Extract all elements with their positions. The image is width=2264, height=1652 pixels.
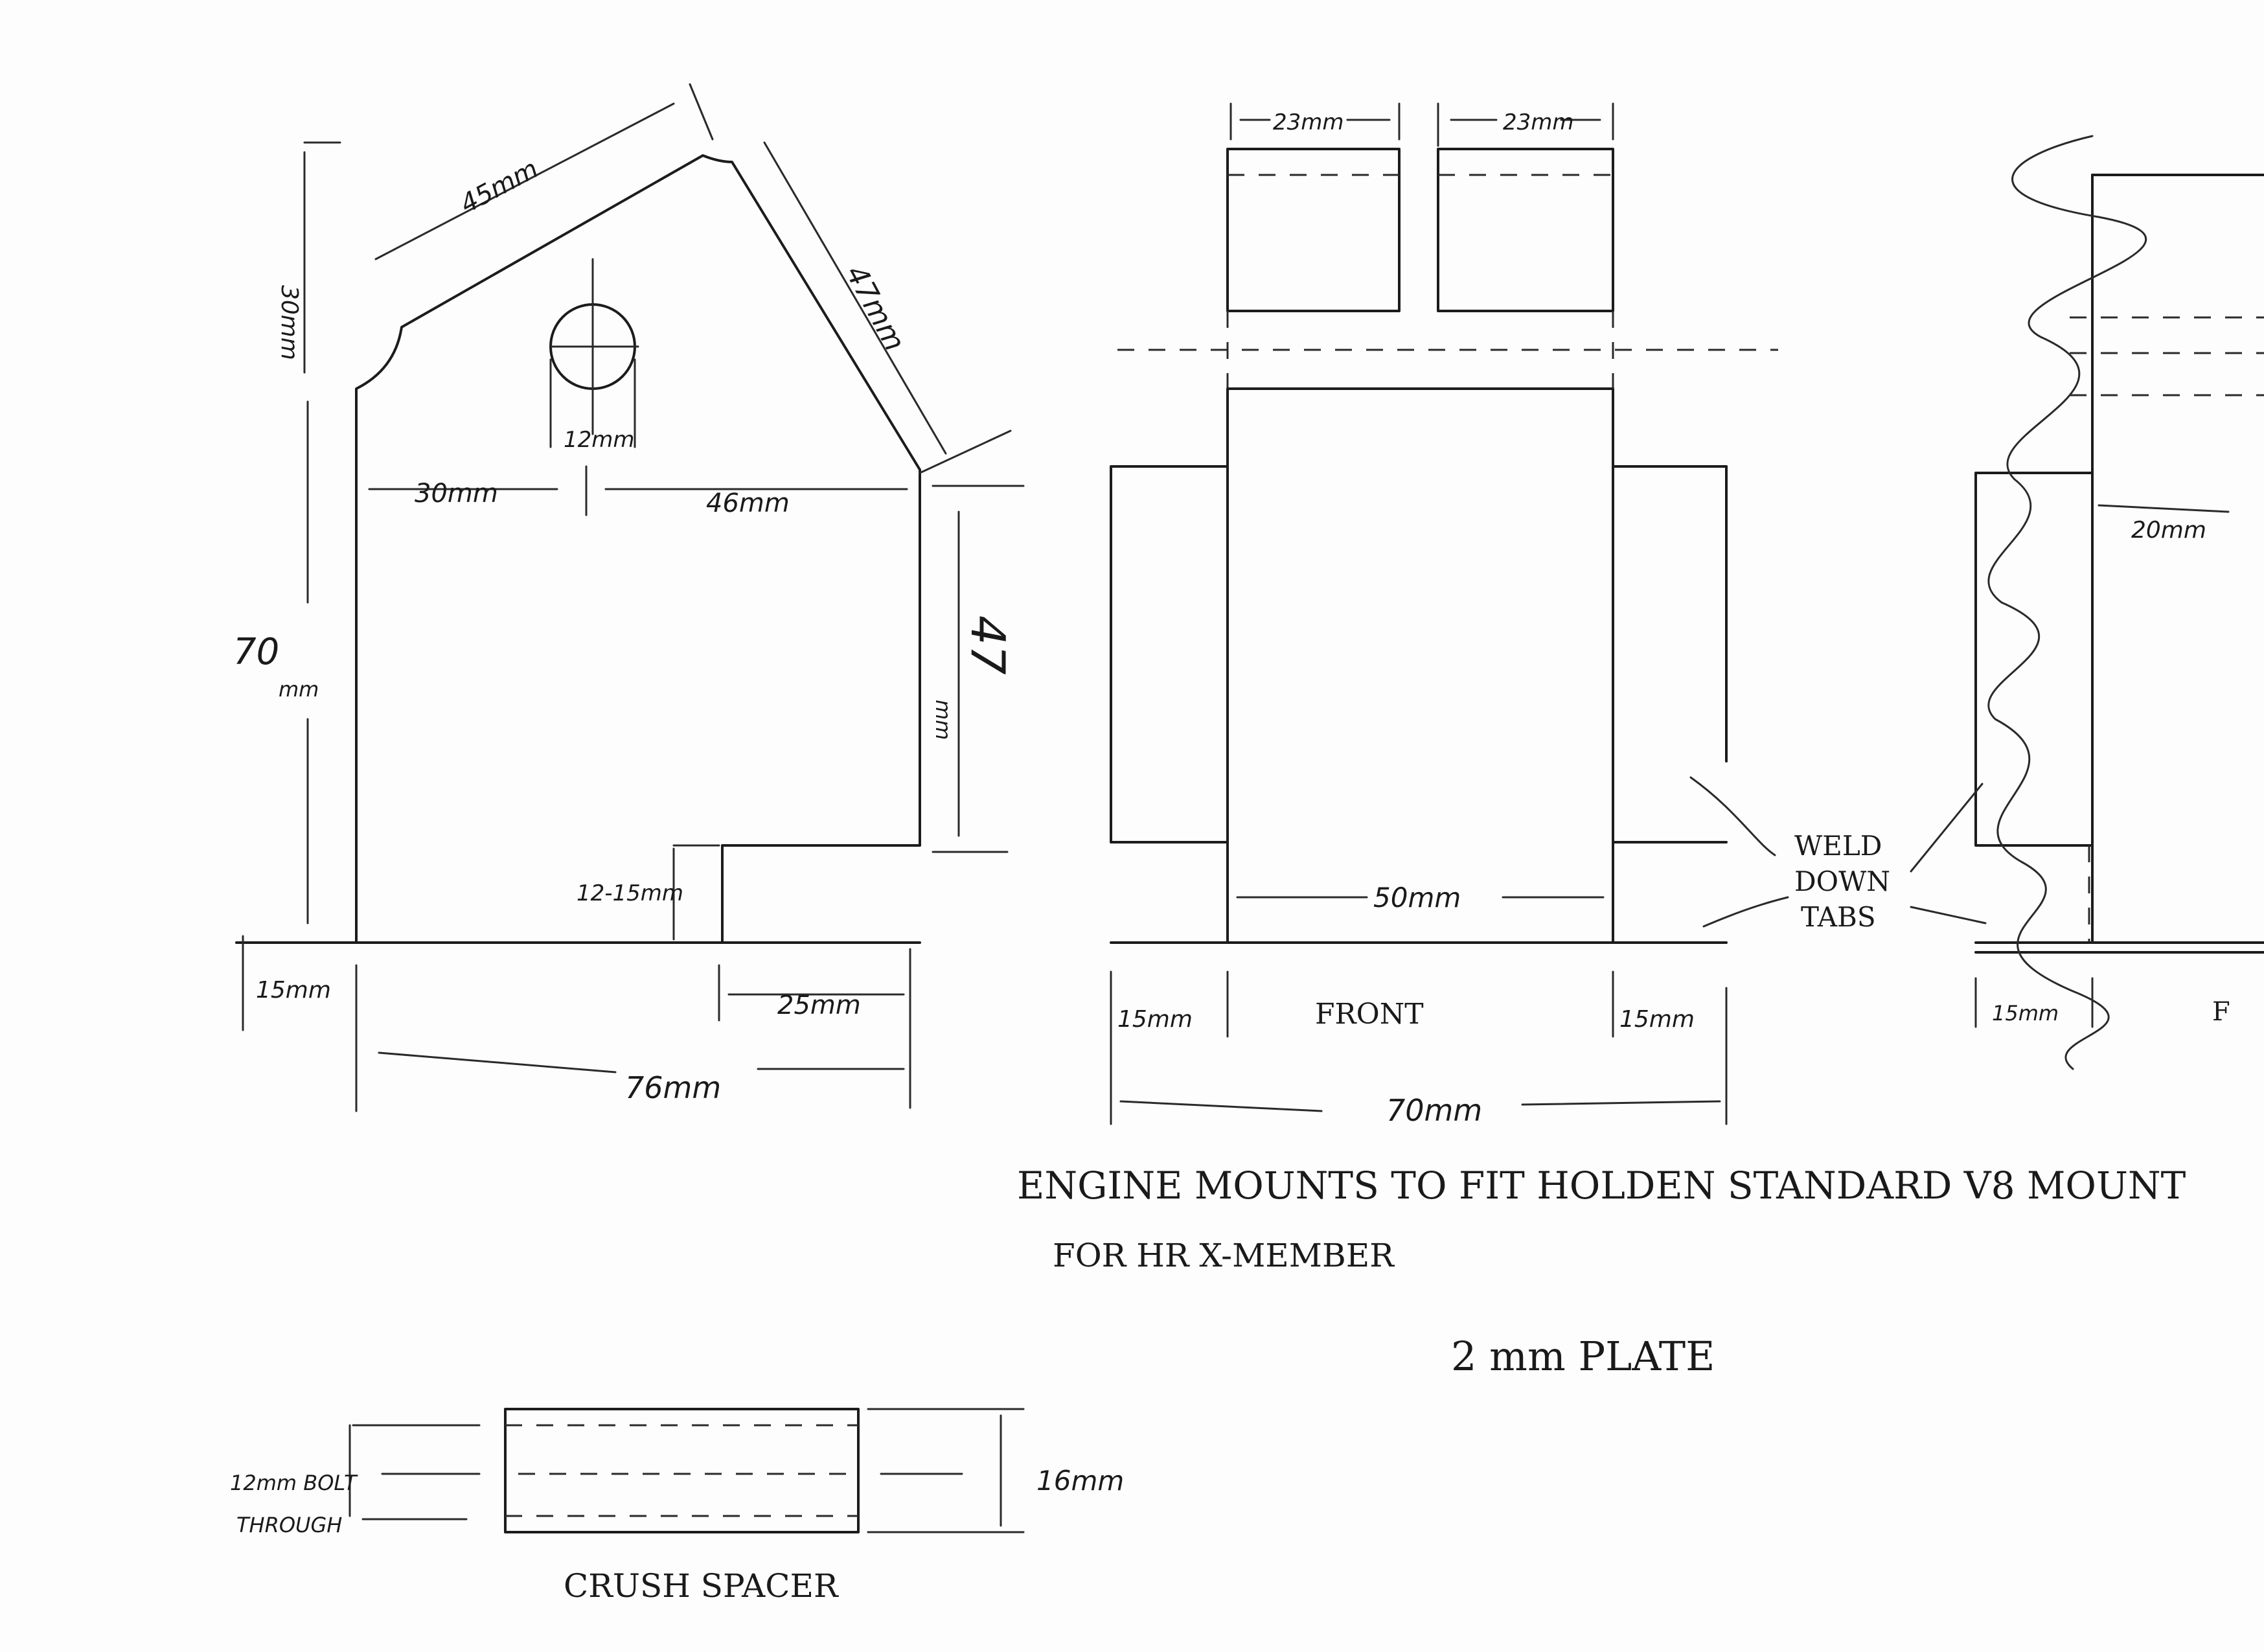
scribble-through-line bbox=[1987, 135, 2147, 1070]
plate-note: 2 mm PLATE bbox=[1451, 1333, 1715, 1380]
dim-20mm-line bbox=[2098, 504, 2230, 513]
dim-45-line bbox=[374, 102, 675, 260]
dim-25mm: 25mm bbox=[777, 991, 861, 1020]
dim-47-right-unit: mm bbox=[931, 700, 955, 740]
right-view: 20mm 15mm F bbox=[1974, 135, 2264, 1070]
title-line-1: ENGINE MOUNTS TO FIT HOLDEN STANDARD V8 … bbox=[1017, 1164, 2186, 1208]
cut-letter: F bbox=[2212, 997, 2230, 1027]
weld-note-line1: WELD bbox=[1794, 830, 1882, 862]
front-body bbox=[1226, 387, 1614, 944]
dim-30mm-upper: 30mm bbox=[276, 285, 303, 360]
weld-note: WELD DOWN TABS bbox=[1689, 776, 1987, 933]
dim-23mm-right: 23mm bbox=[1503, 109, 1574, 135]
ext-47-slope bbox=[919, 430, 1012, 474]
front-view: 23mm 23mm 50mm 15mm FRONT 15mm 70mm bbox=[1110, 102, 1778, 1128]
crush-spacer: 12mm BOLT THROUGH 16mm CRUSH SPACER bbox=[230, 1408, 1124, 1605]
right-view-tab bbox=[1974, 472, 2094, 847]
front-tab-right bbox=[1612, 465, 1728, 843]
weld-leader-1 bbox=[1689, 776, 1776, 856]
dim-47mm-slope: 47mm bbox=[839, 260, 911, 356]
dim-45mm: 45mm bbox=[455, 154, 543, 220]
dim-46mm: 46mm bbox=[706, 488, 790, 518]
spacer-height: 16mm bbox=[1036, 1465, 1124, 1497]
spacer-body bbox=[504, 1408, 860, 1533]
spacer-label: CRUSH SPACER bbox=[564, 1567, 839, 1605]
weld-note-line3: TABS bbox=[1801, 901, 1876, 933]
top-block-left bbox=[1226, 148, 1401, 312]
dim-15mm-left: 15mm bbox=[256, 977, 331, 1004]
ext-45 bbox=[689, 83, 714, 141]
dim-70mm: 70mm bbox=[1386, 1093, 1482, 1128]
front-label: FRONT bbox=[1315, 998, 1424, 1031]
weld-note-line2: DOWN bbox=[1794, 866, 1890, 897]
dim-70mm-b bbox=[1521, 1100, 1721, 1106]
front-tab-left bbox=[1110, 465, 1229, 843]
weld-leader-3 bbox=[1910, 783, 1984, 873]
dim-47-right: 47 bbox=[961, 615, 1015, 675]
dim-20mm: 20mm bbox=[2131, 517, 2206, 544]
dim-76mm: 76mm bbox=[625, 1070, 721, 1105]
bolt-label-2: THROUGH bbox=[236, 1513, 342, 1537]
weld-leader-2 bbox=[1702, 896, 1789, 928]
dim-12mm-hole: 12mm bbox=[564, 427, 635, 453]
dim-70: 70 bbox=[233, 631, 279, 673]
side-plate-outline bbox=[355, 154, 921, 944]
dim-23mm-left: 23mm bbox=[1273, 109, 1344, 135]
side-view: 45mm 30mm 47mm 12mm 30mm 46mm 70 mm 47 m… bbox=[233, 83, 1025, 1112]
dim-step-height: 12-15mm bbox=[577, 880, 683, 906]
dim-76mm-line-a bbox=[378, 1051, 617, 1073]
dim-50mm: 50mm bbox=[1373, 882, 1461, 913]
dim-15mm-front-right: 15mm bbox=[1619, 1006, 1695, 1033]
title-line-2: FOR HR X-MEMBER bbox=[1053, 1237, 1395, 1274]
bolt-label-1: 12mm BOLT bbox=[230, 1471, 358, 1495]
dim-70-unit: mm bbox=[279, 677, 319, 702]
dim-15mm-front-left: 15mm bbox=[1117, 1006, 1193, 1033]
dim-30mm: 30mm bbox=[415, 479, 498, 509]
dim-15mm-right: 15mm bbox=[1992, 1001, 2059, 1026]
dim-47-slope-line bbox=[763, 141, 947, 455]
weld-leader-4 bbox=[1910, 906, 1987, 924]
dim-70mm-a bbox=[1119, 1100, 1323, 1112]
top-block-right bbox=[1437, 148, 1614, 312]
